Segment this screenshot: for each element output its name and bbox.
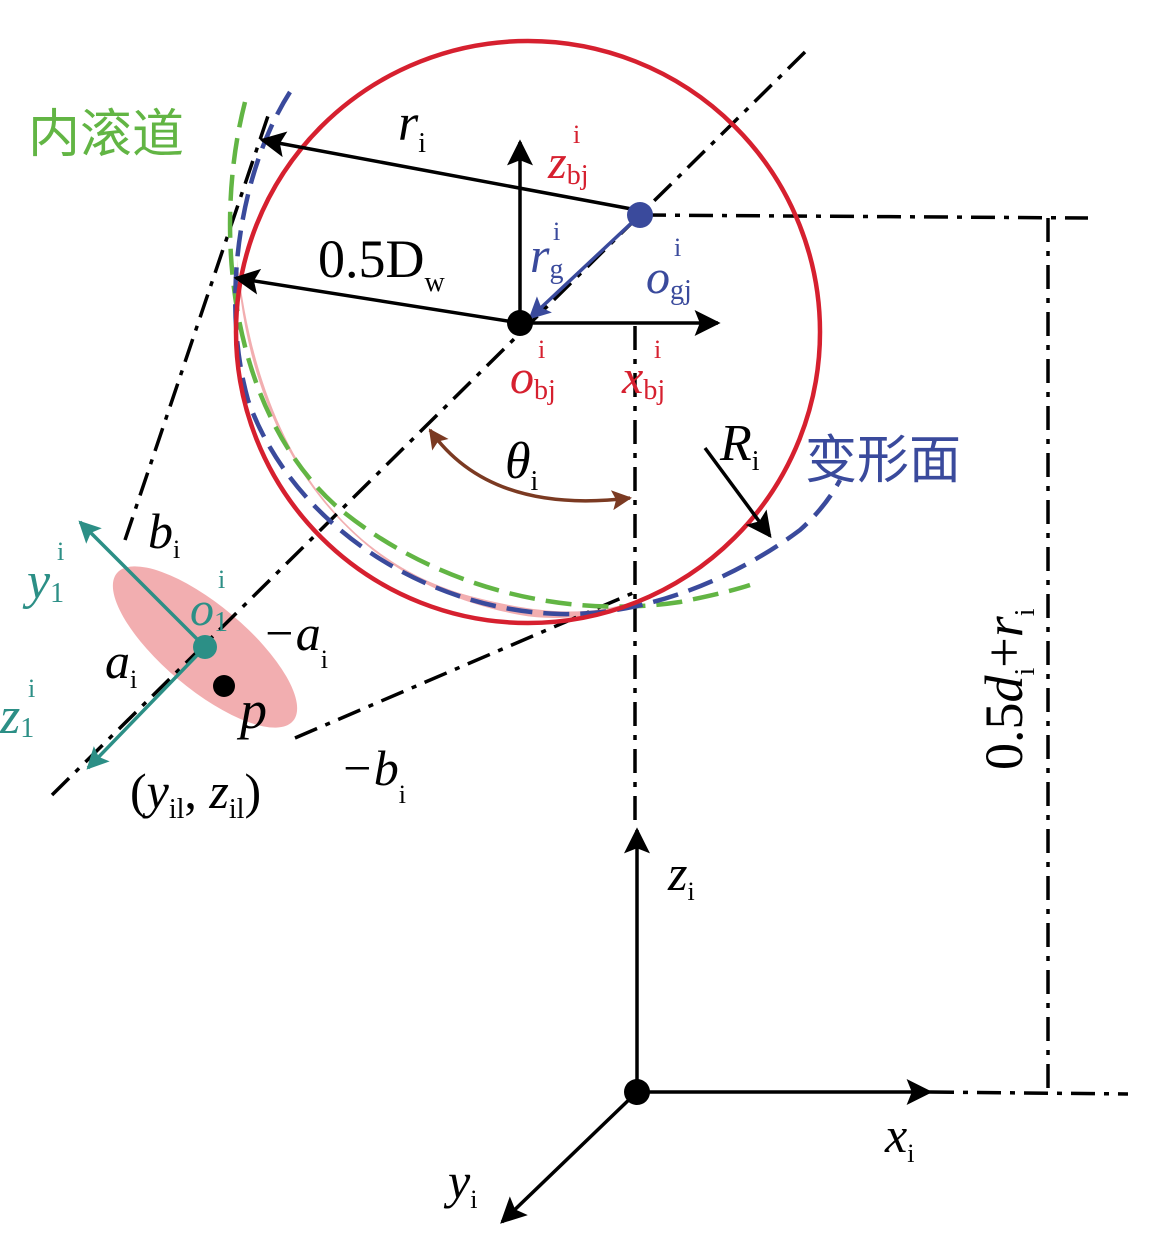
R-i-arrow <box>703 446 772 539</box>
r-i-label: ri <box>398 95 426 159</box>
contact-center-point <box>193 635 217 659</box>
construction-lines <box>50 50 1129 1096</box>
o-1-sup: i <box>218 565 225 594</box>
deformation-surface-label: 变形面 <box>805 431 961 491</box>
o-gj-sup: i <box>674 233 681 262</box>
x-bj-sup: i <box>654 335 661 364</box>
theta-arc <box>428 428 632 511</box>
r-g-label: rg <box>530 227 563 285</box>
ball-circle <box>233 38 823 626</box>
z-1-label: z1 <box>0 688 34 745</box>
theta-i-label: θi <box>505 433 539 497</box>
a-i-label: ai <box>105 633 137 694</box>
global-x-label: xi <box>884 1107 914 1168</box>
R-i-label: Ri <box>719 415 760 477</box>
r-i-arrow <box>259 131 638 212</box>
global-origin-point <box>624 1079 650 1105</box>
dimension-label: 0.5di+ri <box>974 608 1041 770</box>
r-g-sup: i <box>553 217 560 246</box>
o-bj-sup: i <box>538 335 545 364</box>
half-dw-arrow <box>233 268 521 325</box>
y1-axis <box>78 520 207 649</box>
z1-axis <box>86 645 207 770</box>
z-bj-sup: i <box>573 120 580 149</box>
point-p <box>213 675 235 697</box>
y-1-sup: i <box>57 537 64 566</box>
y-1-label: y1 <box>22 553 64 610</box>
neg-a-i-label: −ai <box>262 605 328 674</box>
b-i-label: bi <box>148 503 180 564</box>
half-dw-label: 0.5Dw <box>318 229 446 298</box>
inner-raceway-curve <box>227 101 751 609</box>
o-gj-label: ogj <box>646 251 692 306</box>
r-g-arrow <box>528 213 642 320</box>
o-1-label: o1 <box>190 583 228 638</box>
point-coords-label: (yil, zil) <box>130 763 261 825</box>
o-bj-label: obj <box>510 351 556 406</box>
neg-b-i-label: −bi <box>340 740 406 809</box>
global-y-axis <box>500 1090 639 1224</box>
z-1-sup: i <box>28 674 35 703</box>
x-bj-label: xbj <box>621 351 665 406</box>
ball-center-point <box>507 310 533 336</box>
z-bj-label: zbj <box>547 136 588 191</box>
global-z-label: zi <box>667 845 695 906</box>
global-y-label: yi <box>443 1153 477 1214</box>
p-label: p <box>236 680 267 740</box>
inner-raceway-label: 内滚道 <box>28 105 184 165</box>
groove-center-point <box>627 202 653 228</box>
